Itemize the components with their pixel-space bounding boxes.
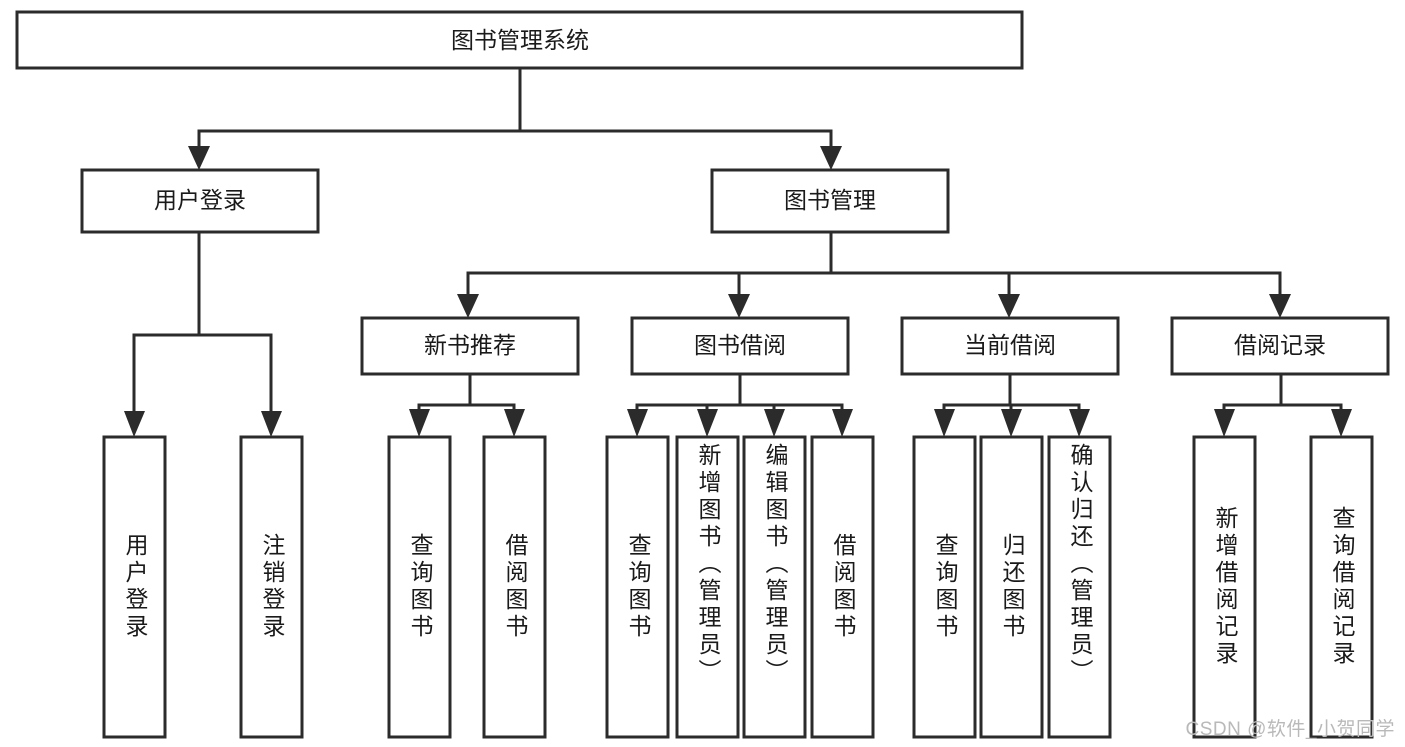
leaf-box-cb-confirm-return[interactable] — [1047, 435, 1112, 739]
arrow-head-nb-leaf-1 — [409, 409, 430, 437]
connector-book-manage-to-level3 — [457, 230, 1291, 318]
leaf-box-bb-borrow-book[interactable] — [810, 435, 875, 739]
node-label-user-login: 用户登录 — [154, 187, 246, 213]
node-box-root[interactable] — [15, 10, 1024, 70]
leaf-box-br-query-record[interactable] — [1309, 435, 1374, 739]
connector-new-book-to-leaves — [409, 372, 525, 437]
leaf-box-bb-add-book[interactable] — [675, 435, 740, 739]
node-label-current-borrow: 当前借阅 — [964, 332, 1056, 358]
node-label-book-borrow: 图书借阅 — [694, 332, 786, 358]
arrow-head-br-leaf-2 — [1331, 409, 1352, 437]
node-box-book-manage[interactable] — [710, 168, 950, 234]
node-label-new-book-recommend: 新书推荐 — [424, 332, 516, 358]
node-label-book-manage: 图书管理 — [784, 187, 876, 213]
connector-book-borrow-to-leaves — [627, 372, 853, 437]
leaf-box-user-login[interactable] — [102, 435, 167, 739]
connector-current-borrow-to-leaves — [934, 372, 1090, 437]
node-box-borrow-record[interactable] — [1170, 316, 1390, 376]
arrow-head-bb-leaf-4 — [832, 409, 853, 437]
leaf-box-logout[interactable] — [239, 435, 304, 739]
arrow-head-bb-leaf-3 — [764, 409, 785, 437]
arrow-head-bb-leaf-2 — [697, 409, 718, 437]
connector-root-to-level2 — [188, 66, 842, 170]
arrow-head-cb-leaf-2 — [1001, 409, 1022, 437]
arrow-head-cb-leaf-1 — [934, 409, 955, 437]
node-box-new-book-recommend[interactable] — [360, 316, 580, 376]
arrow-head-user-login — [188, 146, 210, 170]
arrow-head-new-book — [457, 294, 479, 318]
node-label-borrow-record: 借阅记录 — [1234, 332, 1326, 358]
arrow-head-br-leaf-1 — [1214, 409, 1235, 437]
leaf-box-bb-query-book[interactable] — [605, 435, 670, 739]
leaf-box-br-add-record[interactable] — [1192, 435, 1257, 739]
arrow-head-nb-leaf-2 — [504, 409, 525, 437]
leaf-box-bb-edit-book[interactable] — [742, 435, 807, 739]
connector-user-login-to-leaves — [124, 230, 282, 437]
connector-borrow-record-to-leaves — [1214, 372, 1352, 437]
arrow-head-cb-leaf-3 — [1069, 409, 1090, 437]
leaf-box-cb-query-book[interactable] — [912, 435, 977, 739]
arrow-head-current-borrow — [998, 294, 1020, 318]
arrow-head-leaf-user-login — [124, 411, 145, 437]
node-box-user-login[interactable] — [80, 168, 320, 234]
leaf-box-cb-return-book[interactable] — [979, 435, 1044, 739]
arrow-head-book-borrow — [728, 294, 750, 318]
arrow-head-book-manage — [820, 146, 842, 170]
arrow-head-leaf-logout — [261, 411, 282, 437]
arrow-head-bb-leaf-1 — [627, 409, 648, 437]
node-box-current-borrow[interactable] — [900, 316, 1120, 376]
node-label-root: 图书管理系统 — [451, 27, 589, 53]
node-box-book-borrow[interactable] — [630, 316, 850, 376]
leaf-box-nb-query-book[interactable] — [387, 435, 452, 739]
arrow-head-borrow-record — [1269, 294, 1291, 318]
leaf-box-nb-borrow-book[interactable] — [482, 435, 547, 739]
